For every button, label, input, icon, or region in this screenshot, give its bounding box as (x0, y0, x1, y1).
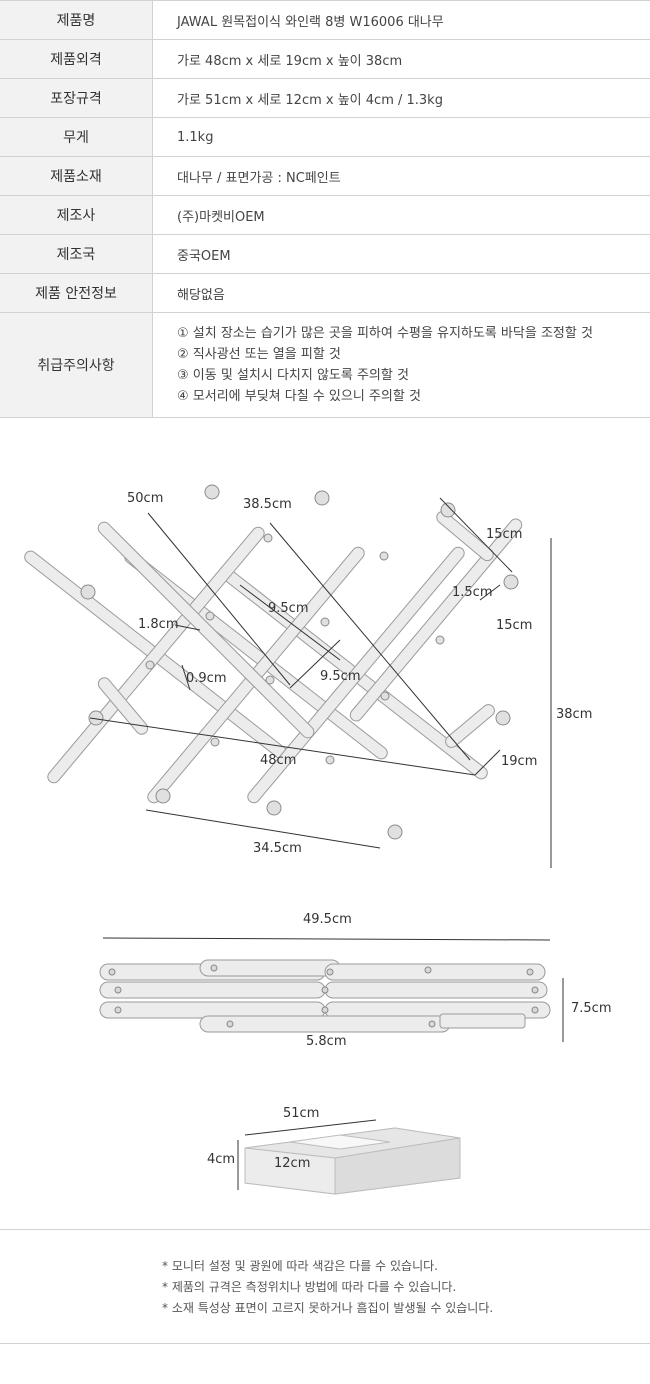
dim-34-5cm: 34.5cm (253, 841, 302, 856)
spec-label: 취급주의사항 (0, 312, 153, 418)
rack-pegs (80, 484, 519, 840)
folded-rack-drawing (99, 937, 564, 1042)
caution-list: ① 설치 장소는 습기가 많은 곳을 피하여 수평을 유지하도록 바닥을 조정할… (152, 312, 650, 418)
dim-box-length: 51cm (283, 1106, 320, 1121)
package-box-drawing (237, 1119, 461, 1195)
note-line: * 제품의 규격은 측정위치나 방법에 따라 다를 수 있습니다. (162, 1280, 457, 1294)
dim-15cm-top: 15cm (486, 527, 523, 542)
caution-line: ③ 이동 및 설치시 다치지 않도록 주의할 것 (177, 368, 409, 383)
dim-38cm: 38cm (556, 707, 593, 722)
dim-box-height: 4cm (207, 1152, 236, 1167)
dim-1-8cm: 1.8cm (138, 617, 179, 632)
spec-label: 제품명 (0, 0, 153, 40)
bottom-divider (0, 1343, 650, 1344)
dim-50cm: 50cm (127, 491, 164, 506)
spec-row: 제품외격 가로 48cm x 세로 19cm x 높이 38cm (0, 39, 650, 79)
spec-table: 제품명 JAWAL 원목접이식 와인랙 8병 W16006 대나무 제품외격 가… (0, 0, 650, 418)
dim-folded-width: 49.5cm (303, 912, 352, 927)
dim-15cm-right: 15cm (496, 618, 533, 633)
spec-row-caution: 취급주의사항 ① 설치 장소는 습기가 많은 곳을 피하여 수평을 유지하도록 … (0, 312, 650, 418)
spec-value: (주)마켓비OEM (152, 195, 650, 235)
spec-value: 가로 48cm x 세로 19cm x 높이 38cm (152, 39, 650, 79)
spec-value: 해당없음 (152, 273, 650, 313)
dim-box-width: 12cm (274, 1156, 311, 1171)
note-line: * 소재 특성상 표면이 고르지 못하거나 흠집이 발생될 수 있습니다. (162, 1301, 494, 1315)
spec-row: 무게 1.1kg (0, 117, 650, 157)
spec-label: 제품외격 (0, 39, 153, 79)
dim-folded-height: 7.5cm (571, 1001, 612, 1016)
notes-divider (0, 1229, 650, 1230)
wine-rack-drawing (24, 484, 552, 868)
spec-row: 제조국 중국OEM (0, 234, 650, 274)
caution-line: ② 직사광선 또는 열을 피할 것 (177, 347, 341, 362)
spec-row: 제품명 JAWAL 원목접이식 와인랙 8병 W16006 대나무 (0, 0, 650, 40)
spec-row: 제품 안전정보 해당없음 (0, 273, 650, 313)
caution-line: ④ 모서리에 부딪쳐 다칠 수 있으니 주의할 것 (177, 389, 421, 404)
spec-label: 포장규격 (0, 78, 153, 118)
folded-pegs (108, 964, 539, 1028)
dim-19cm: 19cm (501, 754, 538, 769)
spec-label: 제조사 (0, 195, 153, 235)
dimension-lines (89, 497, 552, 868)
spec-label: 무게 (0, 117, 153, 157)
spec-row: 제품소재 대나무 / 표면가공 : NC페인트 (0, 156, 650, 196)
dim-38-5cm: 38.5cm (243, 497, 292, 512)
caution-line: ① 설치 장소는 습기가 많은 곳을 피하여 수평을 유지하도록 바닥을 조정할… (177, 326, 593, 341)
spec-value: JAWAL 원목접이식 와인랙 8병 W16006 대나무 (152, 0, 650, 40)
note-line: * 모니터 설정 및 광원에 따라 색감은 다를 수 있습니다. (162, 1259, 438, 1273)
dim-folded-depth: 5.8cm (306, 1034, 347, 1049)
spec-value: 1.1kg (152, 117, 650, 157)
dim-9-5cm-lower: 9.5cm (320, 669, 361, 684)
spec-label: 제조국 (0, 234, 153, 274)
dim-9-5cm-upper: 9.5cm (268, 601, 309, 616)
spec-value: 중국OEM (152, 234, 650, 274)
box-shape (244, 1127, 461, 1195)
folded-slats (99, 959, 551, 1033)
dim-48cm: 48cm (260, 753, 297, 768)
spec-value: 대나무 / 표면가공 : NC페인트 (152, 156, 650, 196)
dim-1-5cm: 1.5cm (452, 585, 493, 600)
spec-row: 제조사 (주)마켓비OEM (0, 195, 650, 235)
spec-row: 포장규격 가로 51cm x 세로 12cm x 높이 4cm / 1.3kg (0, 78, 650, 118)
notes: * 모니터 설정 및 광원에 따라 색감은 다를 수 있습니다. * 제품의 규… (162, 1256, 493, 1319)
spec-label: 제품 안전정보 (0, 273, 153, 313)
spec-label: 제품소재 (0, 156, 153, 196)
spec-value: 가로 51cm x 세로 12cm x 높이 4cm / 1.3kg (152, 78, 650, 118)
dim-0-9cm: 0.9cm (186, 671, 227, 686)
